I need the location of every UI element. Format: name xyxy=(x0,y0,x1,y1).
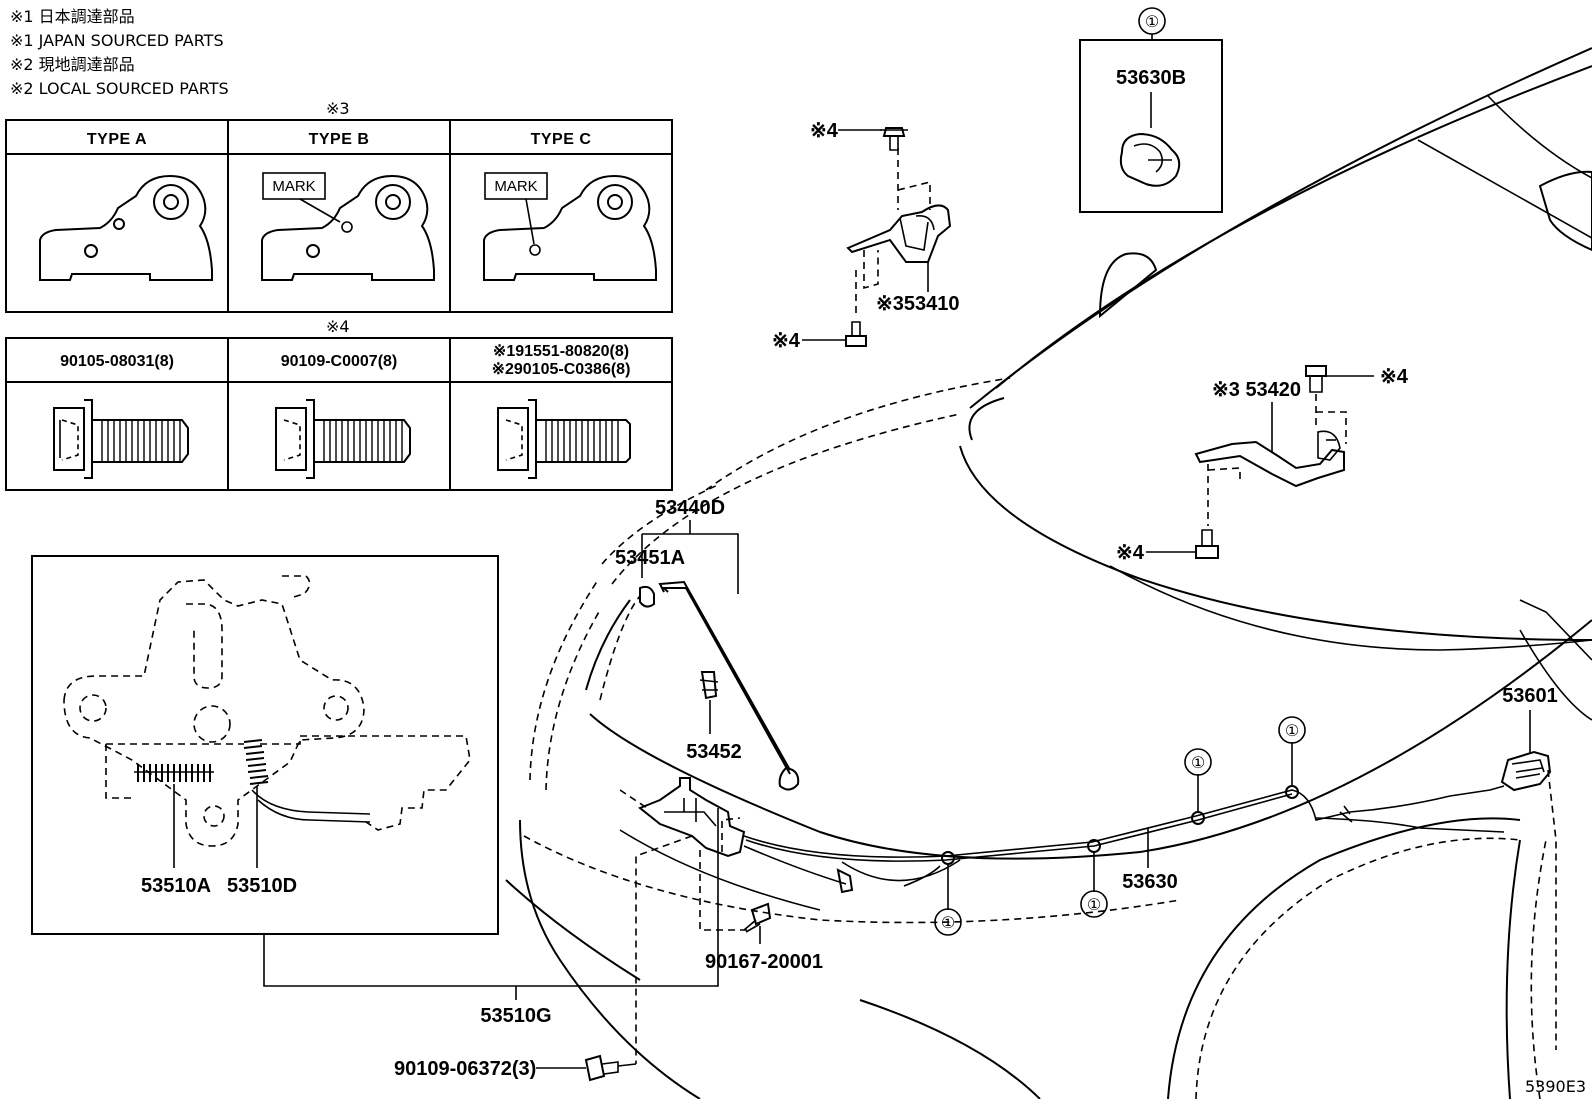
note-2-en: ※2 LOCAL SOURCED PARTS xyxy=(10,79,229,98)
label-53451A: 53451A xyxy=(615,547,685,569)
label-53601: 53601 xyxy=(1502,685,1558,707)
spring-53510A xyxy=(134,764,214,782)
bolt-table: ※4 90105-08031(8) 90109-C0007(8) ※191551… xyxy=(5,317,673,491)
hinge-53410-bolt-note-top: ※4 xyxy=(810,120,839,142)
label-53510A: 53510A xyxy=(141,875,211,897)
svg-text:①: ① xyxy=(941,913,955,932)
type-table-note-mark: ※3 xyxy=(326,99,350,118)
bolt-a-part-number: 90105-08031(8) xyxy=(60,353,174,370)
type-c-header: TYPE C xyxy=(531,131,592,148)
hinge-53420-bolt-note-bottom: ※4 xyxy=(1116,542,1145,564)
label-53420: ※3 53420 xyxy=(1212,379,1301,401)
bolt-b-drawing xyxy=(275,399,411,479)
grommet-icon xyxy=(639,585,655,608)
clip-53630B-box: ① 53630B xyxy=(1079,7,1223,213)
note-2-jp: ※2 現地調達部品 xyxy=(10,55,135,74)
bolt-90109-06372: 90109-06372(3) xyxy=(394,1054,637,1082)
hood-lock-assembly xyxy=(635,777,854,1064)
svg-text:①: ① xyxy=(1285,721,1299,740)
bolt-c-part-number-1: ※191551-80820(8) xyxy=(493,343,629,360)
bolt-icon xyxy=(1305,365,1327,393)
bracket-type-a xyxy=(39,174,213,281)
type-b-header: TYPE B xyxy=(309,131,370,148)
type-a-header: TYPE A xyxy=(87,131,147,148)
cable-clip-callout: ① xyxy=(1080,890,1108,918)
source-notes: ※1 日本調達部品 ※1 JAPAN SOURCED PARTS ※2 現地調達… xyxy=(10,7,229,98)
vehicle-outline xyxy=(505,47,1592,1099)
svg-text:①: ① xyxy=(1087,895,1101,914)
type-b-mark-label: MARK xyxy=(272,178,315,195)
label-53630: 53630 xyxy=(1122,871,1178,893)
label-53630B: 53630B xyxy=(1116,67,1186,89)
cable-clip-callout: ① xyxy=(1184,748,1212,776)
type-c-mark-label: MARK xyxy=(494,178,537,195)
cable-clip-callout: ① xyxy=(934,908,962,936)
bolt-b-part-number: 90109-C0007(8) xyxy=(281,353,398,370)
cable-clip-callout: ① xyxy=(1278,716,1306,744)
note-1-jp: ※1 日本調達部品 xyxy=(10,7,135,26)
note-1-en: ※1 JAPAN SOURCED PARTS xyxy=(10,31,224,50)
bolt-threads xyxy=(101,421,619,461)
release-cable-53630: 53630 ① ① ① ① xyxy=(743,716,1505,936)
label-53410: ※353410 xyxy=(876,293,960,315)
bracket-type-c: MARK xyxy=(483,172,657,281)
label-90109-06372: 90109-06372(3) xyxy=(394,1058,536,1080)
screw-90167-20001: 90167-20001 xyxy=(705,902,823,973)
support-rod-53440D: 53440D 53451A 53452 xyxy=(615,497,800,791)
hinge-53420-bolt-note-top: ※4 xyxy=(1380,366,1409,388)
figure-id: 5390E3 xyxy=(1525,1077,1586,1096)
bolt-a-drawing xyxy=(53,399,189,479)
svg-text:①: ① xyxy=(1191,753,1205,772)
bolt-c-part-number-2: ※290105-C0386(8) xyxy=(492,361,631,378)
bolt-icon xyxy=(1195,529,1219,559)
spring-53510D xyxy=(243,739,269,785)
bracket-type-b: MARK xyxy=(261,172,435,281)
hinge-53410-bolt-note-bottom: ※4 xyxy=(772,330,801,352)
bolt-table-note-mark: ※4 xyxy=(326,317,350,336)
latch-detail: 53510A 53510D xyxy=(31,555,499,935)
bolt-icon xyxy=(845,321,867,347)
label-53452: 53452 xyxy=(686,741,742,763)
clip-53452-icon xyxy=(699,671,719,700)
hinge-53410: ※353410 ※4 ※4 xyxy=(772,120,960,352)
clip-icon xyxy=(1119,132,1181,187)
label-90167-20001: 90167-20001 xyxy=(705,951,823,973)
assembly-53510G-leader: 53510G xyxy=(263,808,719,1027)
clip-53630B-index: ① xyxy=(1145,12,1159,31)
release-lever-53601: 53601 xyxy=(1489,685,1558,1050)
bolt-c-drawing xyxy=(497,399,631,479)
label-53510G: 53510G xyxy=(480,1005,551,1027)
label-53440D: 53440D xyxy=(655,497,725,519)
hinge-53420: ※3 53420 ※4 ※4 xyxy=(1116,365,1409,564)
bolt-icon xyxy=(880,127,908,151)
type-table: ※3 TYPE A TYPE B TYPE C MARK xyxy=(5,99,673,313)
label-53510D: 53510D xyxy=(227,875,297,897)
